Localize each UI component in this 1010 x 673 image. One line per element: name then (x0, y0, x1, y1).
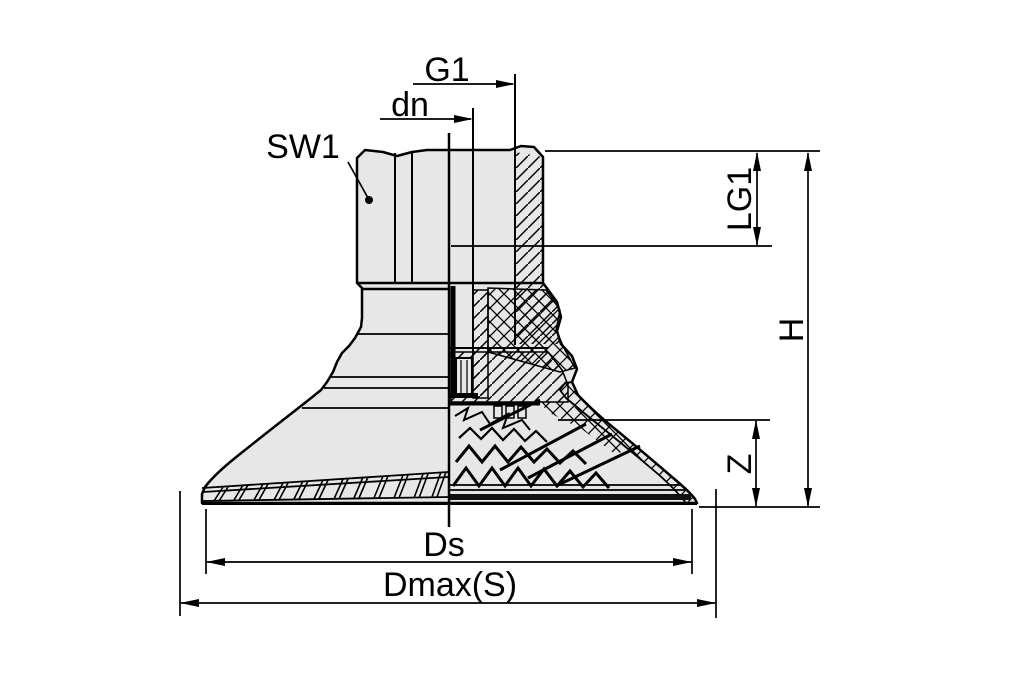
rim-ribs (213, 471, 447, 502)
port-tube (455, 357, 473, 397)
lip-band-lines (449, 484, 687, 491)
dimension-annotations (179, 80, 820, 618)
bore-wall (450, 286, 456, 398)
label-dmax: Dmax(S) (383, 566, 517, 604)
label-dn: dn (391, 86, 429, 124)
hex-facet-lines (394, 152, 413, 283)
label-lg1: LG1 (721, 167, 759, 231)
dimension-labels: G1 dn SW1 LG1 H Z Ds Dmax(S) (266, 51, 811, 604)
port-tube-lines (460, 360, 468, 394)
bell-contour-lines (302, 333, 449, 409)
lip-band-dark (449, 494, 691, 500)
label-h: H (773, 318, 811, 343)
lower-crosshatch-patch (540, 402, 628, 455)
dimension-arrowheads (180, 80, 812, 607)
label-sw1: SW1 (266, 128, 340, 166)
sw1-leader-dot (365, 196, 373, 204)
sw1-leader-line (347, 161, 369, 199)
label-ds: Ds (423, 526, 465, 564)
label-z: Z (721, 454, 759, 475)
extension-lines (179, 150, 820, 618)
port-tube-base (450, 393, 478, 398)
thread-bore-lines (449, 74, 548, 356)
suction-cup-part (200, 74, 699, 527)
elastomer-zigzag-texture (451, 398, 641, 490)
label-g1: G1 (424, 51, 469, 89)
